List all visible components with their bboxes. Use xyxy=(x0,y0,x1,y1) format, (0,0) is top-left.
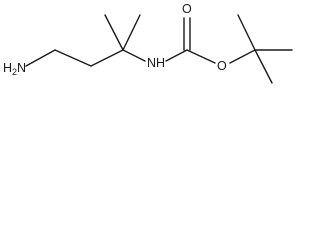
bond-ch2-cq xyxy=(90,49,124,67)
bond-cq-methyl-b xyxy=(122,14,141,51)
amine-h-label: H xyxy=(3,61,12,75)
bond-tbu-methyl-a xyxy=(237,14,256,51)
bond-cq-methyl-a xyxy=(104,14,124,51)
carbonyl-oxygen-label: O xyxy=(182,2,192,16)
ester-oxygen-label: O xyxy=(217,59,227,73)
bond-nh-carbonyl xyxy=(165,49,188,62)
amine-h-count: 2 xyxy=(12,67,17,77)
bond-ch2-ch2 xyxy=(54,49,92,67)
bond-cq-nh xyxy=(122,49,146,62)
amine-n-label: N xyxy=(17,61,26,75)
bond-tbu-methyl-c xyxy=(254,49,273,84)
bond-carbonyl-ester-o xyxy=(186,49,216,64)
amine-label: H2N xyxy=(3,61,26,77)
chemical-structure: H2N NH O O xyxy=(3,2,293,84)
carbamate-nh-label: NH xyxy=(147,56,165,70)
bond-amine-ch2 xyxy=(25,49,56,67)
bond-ester-o-tbu xyxy=(229,49,256,64)
